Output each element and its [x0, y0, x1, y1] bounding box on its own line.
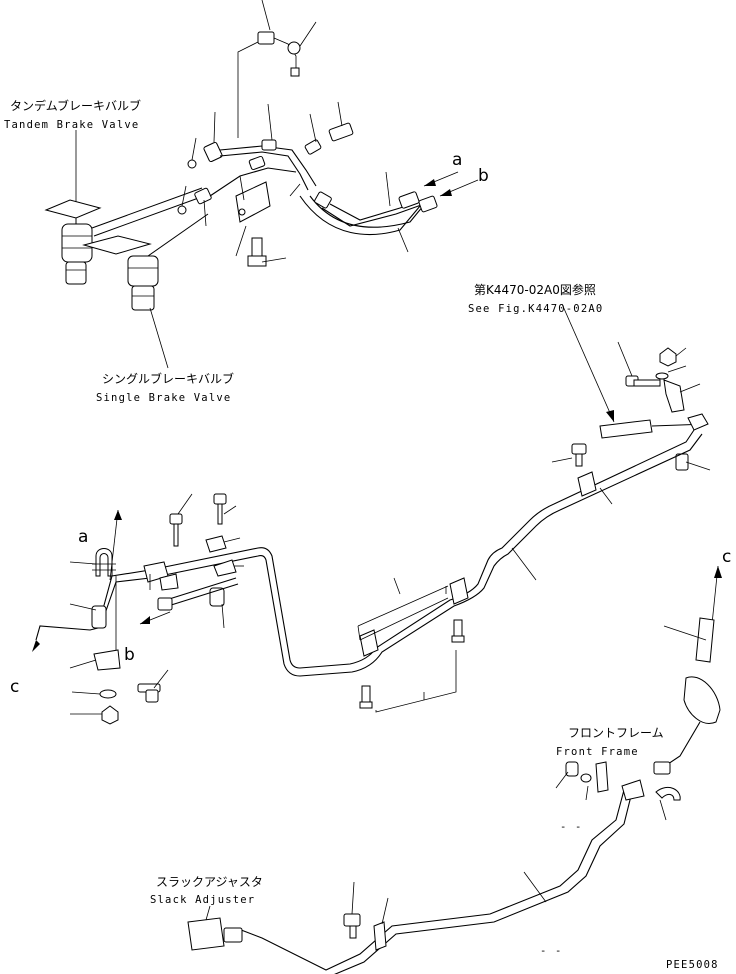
single-brake-valve-label-jp: シングルブレーキバルブ [102, 371, 234, 386]
top-leader-lines [75, 0, 409, 369]
marker-a-left: a [78, 527, 88, 547]
front-frame-label-jp: フロントフレーム [568, 726, 664, 740]
single-brake-valve [82, 235, 159, 311]
top-flow-arrows [423, 171, 479, 197]
drawing-code: PEE5008 [666, 959, 719, 971]
see-fig-assembly [551, 303, 711, 471]
front-assembly [187, 565, 722, 974]
tandem-brake-valve-label-jp: タンデムブレーキバルブ [10, 98, 141, 113]
main-brake-pipe [99, 429, 703, 713]
marker-b-top: b [478, 166, 489, 186]
callout-dash-2: - - [540, 945, 563, 957]
left-assembly [32, 493, 244, 725]
tandem-brake-valve [44, 199, 102, 285]
slack-adjuster-label-en: Slack Adjuster [150, 894, 255, 906]
slack-adjuster-label-jp: スラックアジャスタ [156, 875, 263, 889]
marker-c-right: c [722, 547, 731, 567]
callout-dash-1: - - [560, 821, 583, 833]
single-brake-valve-label-en: Single Brake Valve [96, 392, 231, 404]
front-frame-label-en: Front Frame [556, 746, 639, 758]
tandem-brake-valve-label-en: Tandem Brake Valve [4, 119, 139, 131]
see-fig-label-en: See Fig.K4470-02A0 [468, 303, 603, 315]
top-fittings [177, 31, 438, 267]
marker-c-left: c [10, 677, 19, 697]
marker-b-left: b [124, 645, 135, 665]
valve-cross-bar [91, 187, 209, 257]
marker-a-top: a [452, 150, 462, 170]
see-fig-label-jp: 第K4470-02A0図参照 [474, 282, 596, 297]
